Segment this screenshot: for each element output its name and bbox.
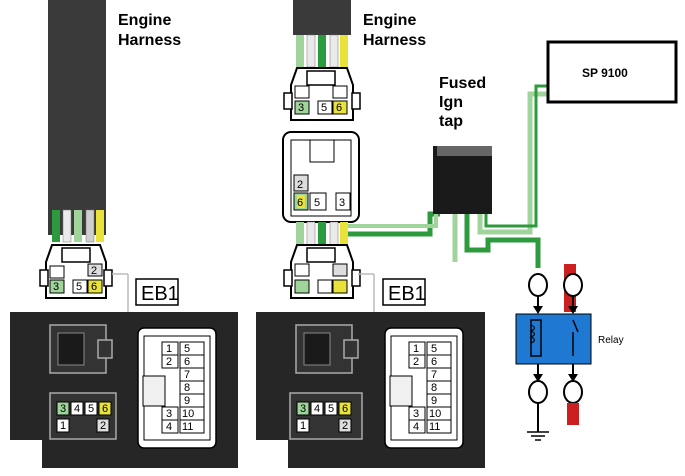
harness-plug-right-bottom: [283, 244, 361, 299]
engine-harness-label-left-line2: Harness: [118, 32, 181, 49]
ecu-right-pin-8: 8: [431, 382, 437, 394]
tap-pin-3: 3: [339, 197, 345, 209]
ecu-left-pin-7: 7: [184, 369, 190, 381]
left-assembly: 2 3 5 6 Engine Harness EB1 3 4: [10, 0, 238, 468]
ecu-body-right: 3 4 5 6 1 2 1 2 3 4 5 6: [256, 312, 485, 468]
eb1-label-right: EB1: [388, 283, 426, 305]
ecu-right-small-pin-3: 3: [300, 403, 306, 415]
sp-9100-box: SP 9100: [546, 40, 678, 104]
ecu-right-pin-7: 7: [431, 369, 437, 381]
tap-pin-5: 5: [314, 197, 320, 209]
fused-ign-tap: Fused Ign tap: [433, 75, 492, 214]
ecu-right-pin-4: 4: [413, 421, 419, 433]
tap-pin-6: 6: [297, 197, 303, 209]
tap-connector: 2 6 5 3: [282, 131, 360, 223]
ecu-right-pin-3: 3: [413, 408, 419, 420]
ecu-left-pin-3: 3: [166, 408, 172, 420]
ecu-right-pin-10: 10: [429, 408, 441, 420]
harness-plug-left: 2 3 5 6: [39, 244, 113, 299]
engine-harness-label-left-line1: Engine: [118, 12, 171, 29]
ground-icon: [527, 431, 549, 441]
ecu-left-pin-9: 9: [184, 395, 190, 407]
plug-left-pin-3: 3: [53, 281, 59, 293]
sp-9100-label: SP 9100: [582, 66, 628, 80]
ecu-left-pin-8: 8: [184, 382, 190, 394]
ecu-right-pin-6: 6: [431, 356, 437, 368]
right-assembly: Engine Harness 3 5 6 2 6: [256, 0, 485, 468]
ecu-right-pin-1: 1: [413, 343, 419, 355]
ecu-right-small-pin-4: 4: [314, 403, 320, 415]
ecu-left-pin-6: 6: [184, 356, 190, 368]
plug-left-pin-5: 5: [76, 281, 82, 293]
ecu-right-pin-5: 5: [431, 343, 437, 355]
plug-left-pin-2: 2: [91, 265, 97, 277]
ecu-body-left: 3 4 5 6 1 2 1 2 3 4 5 6: [10, 312, 238, 468]
ecu-left-pin-2: 2: [166, 356, 172, 368]
engine-harness-cable-left: [48, 0, 106, 210]
ecu-right-small-pin-2: 2: [342, 420, 348, 432]
ecu-left-small-pin-1: 1: [60, 420, 66, 432]
ecu-right-pin-9: 9: [431, 395, 437, 407]
engine-harness-label-right-line1: Engine: [363, 12, 416, 29]
ecu-right-small-pin-5: 5: [328, 403, 334, 415]
ecu-left-small-pin-2: 2: [100, 420, 106, 432]
harness-plug-right-top: 3 5 6: [283, 67, 361, 121]
ecu-left-pin-10: 10: [182, 408, 194, 420]
plug-left-pin-6: 6: [91, 281, 97, 293]
ecu-left-pin-11: 11: [182, 421, 193, 433]
plug-right-top-pin-6: 6: [336, 102, 342, 114]
ecu-right-pin-2: 2: [413, 356, 419, 368]
tap-pin-2: 2: [297, 179, 303, 191]
plug-right-top-pin-5: 5: [321, 102, 327, 114]
ecu-right-pin-11: 11: [429, 421, 440, 433]
relay: Relay: [515, 264, 624, 441]
plug-right-top-pin-3: 3: [298, 102, 304, 114]
fused-label-line1: Fused: [439, 75, 486, 92]
ecu-right-small-pin-1: 1: [300, 420, 306, 432]
ecu-left-small-pin-3: 3: [60, 403, 66, 415]
engine-harness-label-right-line2: Harness: [363, 32, 426, 49]
engine-harness-cable-right: [293, 0, 351, 35]
ecu-right-small-pin-6: 6: [342, 403, 348, 415]
ecu-left-pin-1: 1: [166, 343, 172, 355]
ecu-left-small-pin-4: 4: [74, 403, 80, 415]
ecu-left-small-pin-6: 6: [102, 403, 108, 415]
ecu-left-pin-4: 4: [166, 421, 172, 433]
eb1-label-left: EB1: [141, 283, 179, 305]
fused-label-line2: Ign: [439, 94, 463, 111]
relay-label: Relay: [598, 335, 624, 346]
ecu-left-pin-5: 5: [184, 343, 190, 355]
fused-label-line3: tap: [439, 113, 463, 130]
ecu-left-small-pin-5: 5: [88, 403, 94, 415]
